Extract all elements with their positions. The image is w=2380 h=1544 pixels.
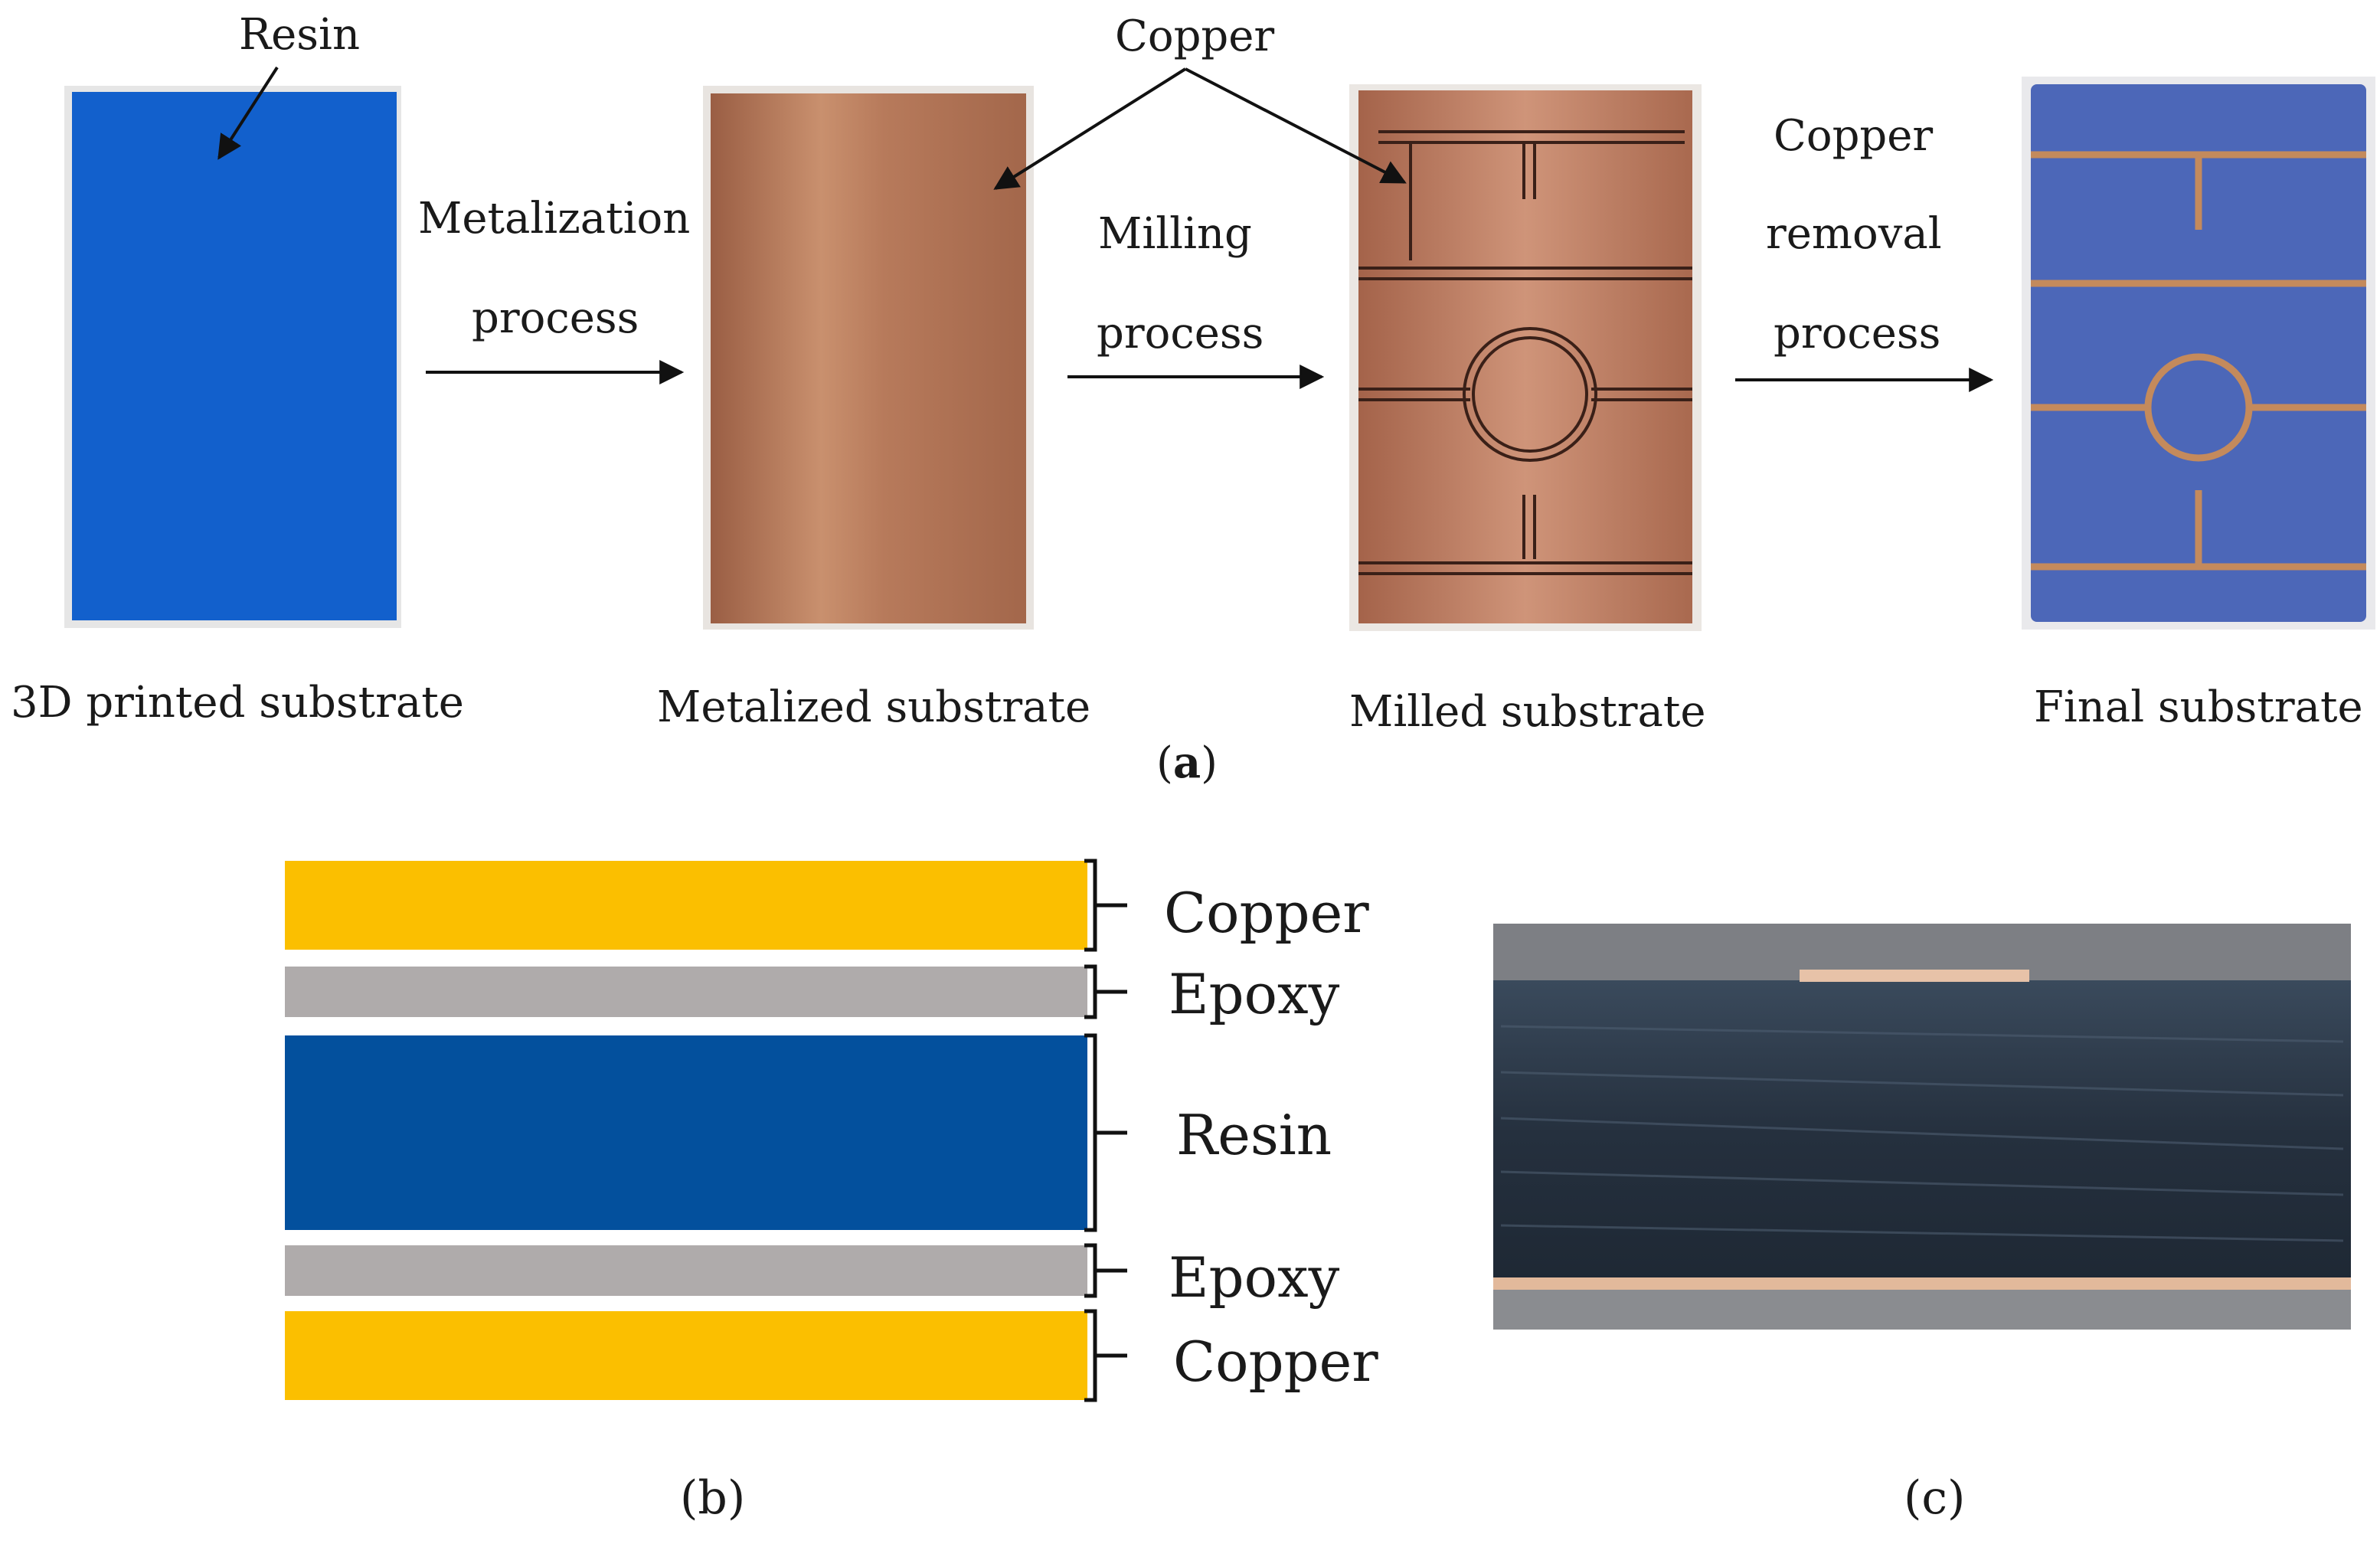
process-milling-line1: Milling bbox=[1098, 209, 1252, 259]
resin-callout-label: Resin bbox=[239, 10, 361, 60]
process-metalization-line2: process bbox=[472, 293, 639, 343]
layer-label-copper-top: Copper bbox=[1164, 881, 1369, 945]
caption-final-substrate: Final substrate bbox=[2034, 682, 2363, 732]
process-copper-removal-line2: removal bbox=[1766, 209, 1942, 259]
resin-callout-arrow bbox=[217, 66, 279, 160]
layer-epoxy-bottom bbox=[285, 1245, 1087, 1296]
caption-3d-printed-substrate: 3D printed substrate bbox=[11, 678, 464, 728]
panel-a-label: (a) bbox=[1156, 738, 1218, 788]
layer-label-copper-bottom: Copper bbox=[1173, 1330, 1378, 1394]
panel-c-label: (c) bbox=[1904, 1471, 1966, 1525]
photo-3d-printed-substrate bbox=[64, 86, 401, 628]
layer-label-resin: Resin bbox=[1176, 1103, 1332, 1167]
layer-copper-bottom bbox=[285, 1311, 1087, 1400]
copper-callout-arrow-right bbox=[1185, 67, 1407, 184]
layer-braces bbox=[1084, 859, 1127, 1402]
photo-metalized-substrate bbox=[703, 86, 1034, 630]
photo-milled-substrate bbox=[1349, 84, 1702, 631]
layer-epoxy-top bbox=[285, 967, 1087, 1017]
process-copper-removal-line1: Copper bbox=[1774, 111, 1934, 161]
panel-b-label: (b) bbox=[680, 1471, 746, 1525]
layer-label-epoxy-top: Epoxy bbox=[1169, 962, 1340, 1026]
process-milling-line2: process bbox=[1097, 309, 1264, 358]
layer-label-epoxy-bottom: Epoxy bbox=[1169, 1245, 1340, 1310]
copper-callout-label: Copper bbox=[1115, 11, 1275, 61]
caption-metalized-substrate: Metalized substrate bbox=[657, 682, 1091, 732]
layer-stack bbox=[285, 861, 1087, 1400]
process-copper-removal-line3: process bbox=[1774, 309, 1941, 358]
caption-milled-substrate: Milled substrate bbox=[1349, 687, 1706, 737]
cross-section-micrograph bbox=[1493, 924, 2351, 1330]
process-metalization-line1: Metalization bbox=[418, 194, 691, 244]
photo-final-substrate bbox=[2022, 77, 2375, 630]
layer-resin bbox=[285, 1035, 1087, 1230]
layer-copper-top bbox=[285, 861, 1087, 950]
copper-callout-arrow-left bbox=[993, 67, 1187, 190]
